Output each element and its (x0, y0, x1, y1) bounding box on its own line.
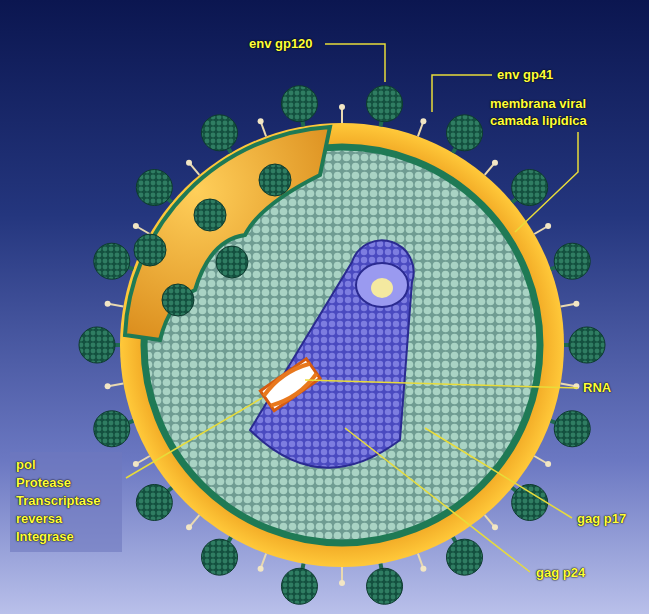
pin-head (186, 524, 192, 530)
surface-pin (138, 227, 150, 234)
pin-head (339, 580, 345, 586)
pin-head (258, 566, 264, 572)
gene-text: Protease Transcriptase reversa Integrase (16, 474, 116, 546)
pin-head (105, 301, 111, 307)
capsid-core (371, 278, 393, 298)
gp120-knob (259, 164, 291, 196)
gp120-knob (162, 284, 194, 316)
pin-head (133, 223, 139, 229)
part-label: env gp41 (497, 66, 577, 83)
part-label: gag p17 (577, 510, 643, 527)
rna-strand (260, 359, 320, 411)
gp120-knob (202, 115, 238, 151)
pin-head (105, 383, 111, 389)
gp120-knob (202, 539, 238, 575)
pin-head (573, 301, 579, 307)
surface-pin (534, 456, 546, 463)
part-label: membrana viral camada lipídica (490, 95, 602, 129)
gp120-knob (554, 411, 590, 447)
gene-box: polProtease Transcriptase reversa Integr… (10, 452, 122, 552)
gp120-knob (134, 234, 166, 266)
outer-surface (125, 127, 330, 340)
part-label: RNA (583, 379, 633, 396)
pin-head (186, 160, 192, 166)
lipid-membrane (120, 123, 564, 567)
pin-head (492, 524, 498, 530)
surface-pin (341, 567, 343, 581)
gp120-knob (554, 243, 590, 279)
surface-pin (534, 227, 546, 234)
capsid-cone (250, 240, 414, 467)
gp120-knob (281, 86, 317, 122)
surface-pin (190, 164, 199, 175)
capsid-top (356, 263, 408, 307)
surface-pin (485, 164, 494, 175)
inner-membrane (144, 147, 540, 543)
pin-head (420, 118, 426, 124)
gp120-knob (94, 411, 130, 447)
surface-pin (190, 515, 199, 526)
gp120-knob (136, 170, 172, 206)
pin-head (420, 566, 426, 572)
gp120-knob (136, 484, 172, 520)
gp120-knob (194, 199, 226, 231)
pin-head (258, 118, 264, 124)
part-label: gag p24 (536, 564, 602, 581)
surface-pin (418, 554, 423, 567)
gp120-knob (512, 170, 548, 206)
surface-pin (261, 123, 266, 136)
gp120-knob (367, 86, 403, 122)
surface-pin (110, 304, 124, 306)
part-label: env gp120 (249, 35, 329, 52)
gp120-knob (281, 568, 317, 604)
surface-pin (418, 123, 423, 136)
surface-pin (485, 515, 494, 526)
pin-head (492, 160, 498, 166)
gene-text: pol (16, 456, 116, 474)
pin-head (133, 461, 139, 467)
gp120-knob (367, 568, 403, 604)
pin-head (545, 461, 551, 467)
gp120-knob (216, 246, 248, 278)
pin-head (339, 104, 345, 110)
gp120-knob (447, 115, 483, 151)
surface-pin (341, 109, 343, 123)
gp120-knob (94, 243, 130, 279)
surface-pin (138, 456, 150, 463)
gp120-knob (447, 539, 483, 575)
surface-pin (561, 304, 575, 306)
gp120-knob (79, 327, 115, 363)
surface-pin (261, 554, 266, 567)
surface-pin (110, 384, 124, 386)
gp120-knob (512, 484, 548, 520)
matrix-lattice (144, 147, 540, 543)
surface-pin (561, 384, 575, 386)
pin-head (545, 223, 551, 229)
gp120-knob (569, 327, 605, 363)
